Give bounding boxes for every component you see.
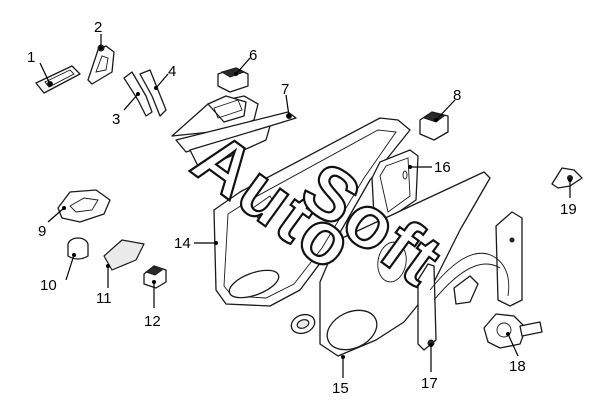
leader-lines (39, 34, 571, 378)
callout-6: 6 (249, 47, 257, 64)
callout-15: 15 (332, 380, 349, 397)
callout-12: 12 (144, 313, 161, 330)
part-8-switch (419, 111, 449, 141)
part-7-armrest (171, 95, 297, 171)
callout-14: 14 (174, 235, 191, 252)
callout-11: 11 (96, 290, 112, 307)
callout-2: 2 (94, 19, 102, 36)
part-6-switch (217, 67, 249, 93)
callout-labels: 1 2 3 4 6 7 8 9 10 11 12 14 15 16 17 18 … (27, 19, 577, 397)
callout-17: 17 (421, 375, 438, 392)
part-14-door-trim-panel (213, 117, 411, 307)
callout-7: 7 (281, 81, 289, 98)
callout-10: 10 (40, 277, 57, 294)
part-4-seal-strip (139, 69, 167, 117)
part-2-handle-housing (87, 44, 115, 85)
part-10-knob (67, 237, 89, 260)
part-15-vapour-barrier (319, 171, 491, 357)
callout-18: 18 (509, 358, 526, 375)
part-12-switch (143, 265, 167, 289)
part-18-regulator-motor (483, 313, 543, 349)
part-19-clip (551, 167, 583, 189)
part-16-glass (371, 149, 419, 223)
callout-9: 9 (38, 223, 46, 240)
part-9-bracket (57, 189, 111, 223)
speaker (290, 313, 316, 335)
part-1-handle-bezel (35, 65, 81, 94)
part-11-pad (103, 239, 145, 271)
callout-3: 3 (112, 111, 120, 128)
callout-19: 19 (560, 201, 577, 218)
callout-4: 4 (168, 63, 176, 80)
callout-8: 8 (453, 87, 461, 104)
callout-16: 16 (434, 159, 451, 176)
leader-dots (48, 46, 572, 359)
callout-1: 1 (27, 49, 35, 66)
